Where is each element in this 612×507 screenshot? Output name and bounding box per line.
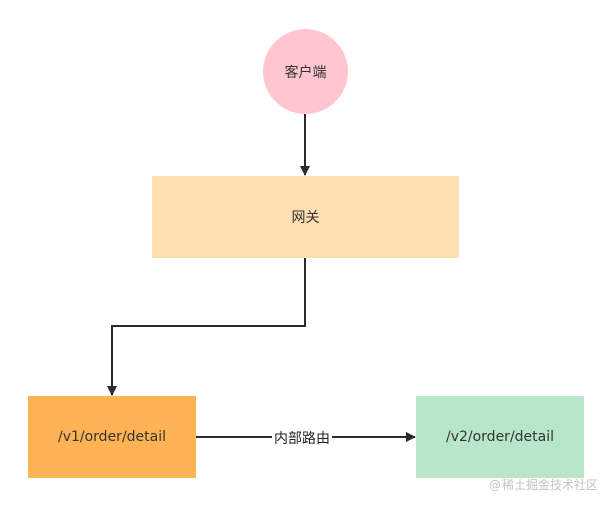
- internal-routing-label: 内部路由: [272, 430, 332, 448]
- v2-order-detail-label: /v2/order/detail: [445, 429, 555, 445]
- gateway-node: 网关: [152, 176, 459, 258]
- client-node: 客户端: [263, 29, 348, 114]
- v2-order-detail-node: /v2/order/detail: [416, 396, 584, 478]
- v1-order-detail-node: /v1/order/detail: [28, 396, 196, 478]
- client-label: 客户端: [284, 64, 327, 81]
- watermark-at-symbol: @: [488, 477, 501, 492]
- arrow-gateway-to-v1: [107, 258, 306, 396]
- watermark: @ 稀土掘金技术社区: [489, 476, 598, 493]
- gateway-label: 网关: [291, 210, 320, 226]
- v1-order-detail-label: /v1/order/detail: [57, 429, 167, 445]
- watermark-text: 稀土掘金技术社区: [501, 478, 598, 492]
